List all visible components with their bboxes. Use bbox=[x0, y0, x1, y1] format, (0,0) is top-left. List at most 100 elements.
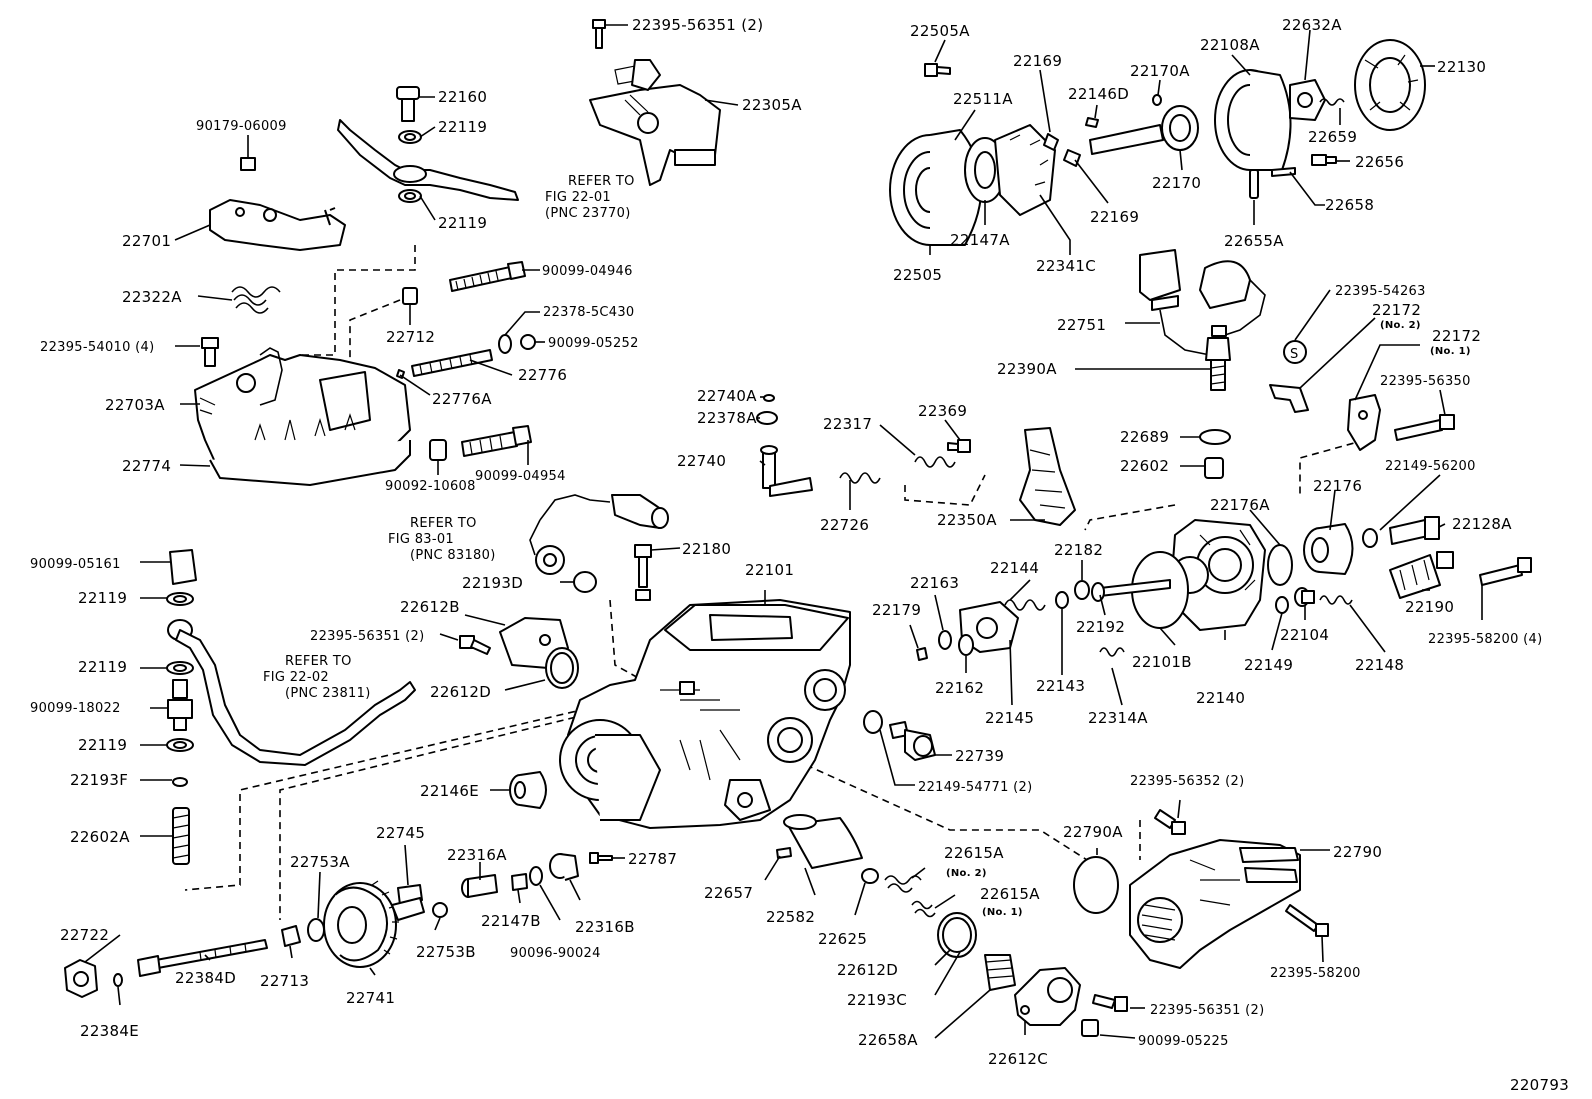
washer-22753A bbox=[307, 918, 325, 942]
cover-22612C bbox=[1014, 967, 1081, 1026]
lever-22740 bbox=[760, 445, 813, 497]
callout-22395-56351-lower: 22395-56351 (2) bbox=[1150, 1003, 1264, 1018]
o-ring-22193C bbox=[942, 917, 972, 953]
callout-22656: 22656 bbox=[1355, 153, 1404, 171]
callout-22176: 22176 bbox=[1313, 477, 1362, 495]
fitting-22128A bbox=[1389, 516, 1440, 545]
callout-22602A: 22602A bbox=[70, 828, 130, 846]
sensor-22180 bbox=[634, 544, 652, 601]
reference-notes: REFER TO FIG 22-01 (PNC 23770) REFER TO … bbox=[263, 174, 635, 701]
sub-note-no2-a: (No. 2) bbox=[1380, 320, 1421, 331]
callout-22689: 22689 bbox=[1120, 428, 1169, 446]
connector-22751 bbox=[1139, 249, 1266, 356]
plate-22341C bbox=[994, 124, 1056, 216]
nut-90099-05225 bbox=[1081, 1019, 1099, 1037]
callout-22615A-no2: 22615A bbox=[944, 844, 1004, 862]
lever-bracket-22305A bbox=[589, 59, 721, 186]
solenoid-22390A bbox=[1205, 325, 1231, 391]
callout-22658A: 22658A bbox=[858, 1031, 918, 1049]
callout-22740: 22740 bbox=[677, 452, 726, 470]
svg-text:FIG 22-01: FIG 22-01 bbox=[545, 190, 611, 205]
governor-lever-22701 bbox=[209, 157, 346, 251]
reference-fig-22-01: REFER TO FIG 22-01 (PNC 23770) bbox=[545, 174, 635, 221]
callout-22182: 22182 bbox=[1054, 541, 1103, 559]
actuator-22790 bbox=[1129, 839, 1301, 969]
driveshaft-22170 bbox=[1089, 105, 1199, 155]
callout-22395-58200: 22395-58200 bbox=[1270, 966, 1361, 981]
ring-22689 bbox=[1199, 429, 1231, 445]
callout-22745: 22745 bbox=[376, 824, 425, 842]
clip-22740A bbox=[763, 394, 775, 402]
svg-text:REFER TO: REFER TO bbox=[568, 174, 635, 189]
callout-22149-54771: 22149-54771 (2) bbox=[918, 780, 1032, 795]
callout-22149-56200: 22149-56200 bbox=[1385, 459, 1476, 474]
svg-text:FIG 83-01: FIG 83-01 bbox=[388, 532, 454, 547]
callout-22790A: 22790A bbox=[1063, 823, 1123, 841]
callout-90099-04954: 90099-04954 bbox=[475, 469, 566, 484]
callout-22395-54263: 22395-54263 bbox=[1335, 284, 1426, 299]
callout-22128A: 22128A bbox=[1452, 515, 1512, 533]
assembly-guide-lines bbox=[184, 245, 1366, 920]
valve-22176 bbox=[1303, 523, 1354, 575]
ring-22108A bbox=[1214, 69, 1292, 171]
callout-22787: 22787 bbox=[628, 850, 677, 868]
callout-22612B: 22612B bbox=[400, 598, 460, 616]
governor-cover-22703A bbox=[194, 347, 411, 486]
callout-22776: 22776 bbox=[518, 366, 567, 384]
bolt-22395-58200 bbox=[1285, 904, 1329, 937]
callout-22101B: 22101B bbox=[1132, 653, 1192, 671]
callout-labels: 22395-56351 (2) 22305A 22160 22119 22119… bbox=[30, 16, 1542, 1068]
reference-fig-83-01: REFER TO FIG 83-01 (PNC 83180) bbox=[388, 516, 495, 563]
callout-22162: 22162 bbox=[935, 679, 984, 697]
callout-22726: 22726 bbox=[820, 516, 869, 534]
governor-weight-22745 bbox=[391, 884, 448, 921]
callout-22658: 22658 bbox=[1325, 196, 1374, 214]
nut-22602 bbox=[1204, 457, 1224, 479]
callout-22395-58200-4: 22395-58200 (4) bbox=[1428, 632, 1542, 647]
callout-22146D: 22146D bbox=[1068, 85, 1129, 103]
plate-22172-no1 bbox=[1347, 394, 1381, 451]
callout-22369: 22369 bbox=[918, 402, 967, 420]
callout-22341C: 22341C bbox=[1036, 257, 1096, 275]
pin-22658 bbox=[1271, 167, 1296, 177]
callout-22172-no2: 22172 bbox=[1372, 301, 1421, 319]
callout-22147A: 22147A bbox=[950, 231, 1010, 249]
callout-22657: 22657 bbox=[704, 884, 753, 902]
callout-22190: 22190 bbox=[1405, 598, 1454, 616]
callout-22170A: 22170A bbox=[1130, 62, 1190, 80]
callout-22104: 22104 bbox=[1280, 626, 1329, 644]
pin-22655A bbox=[1249, 169, 1259, 199]
callout-22130: 22130 bbox=[1437, 58, 1486, 76]
washer-22384E bbox=[113, 973, 123, 987]
nut-22712 bbox=[402, 287, 418, 305]
clip-22179 bbox=[916, 647, 928, 661]
sleeve-22582 bbox=[783, 814, 863, 869]
washer-22143 bbox=[1055, 591, 1069, 609]
spring-22314A bbox=[1099, 647, 1125, 657]
screw-22369 bbox=[947, 439, 971, 453]
bolt-22395-56350 bbox=[1394, 414, 1455, 441]
callout-22712: 22712 bbox=[386, 328, 435, 346]
callout-22632A: 22632A bbox=[1282, 16, 1342, 34]
sub-note-no2-b: (No. 2) bbox=[946, 868, 987, 879]
callout-22612C: 22612C bbox=[988, 1050, 1048, 1068]
s-mark-icon bbox=[1283, 340, 1307, 364]
gear-22741 bbox=[323, 880, 399, 968]
callout-22395-56351-top: 22395-56351 (2) bbox=[632, 16, 763, 34]
callout-22713: 22713 bbox=[260, 972, 309, 990]
callout-22170: 22170 bbox=[1152, 174, 1201, 192]
callout-22148: 22148 bbox=[1355, 656, 1404, 674]
callout-22703A: 22703A bbox=[105, 396, 165, 414]
callout-90099-05252: 90099-05252 bbox=[548, 336, 639, 351]
callout-22701: 22701 bbox=[122, 232, 171, 250]
bolt-22395-54010 bbox=[201, 337, 219, 367]
washer-90096-90024 bbox=[529, 866, 543, 886]
key-22146D bbox=[1085, 117, 1099, 128]
o-ring-22790A bbox=[1073, 856, 1119, 914]
callout-22108A: 22108A bbox=[1200, 36, 1260, 54]
callout-22384E: 22384E bbox=[80, 1022, 139, 1040]
callout-22145: 22145 bbox=[985, 709, 1034, 727]
callout-22193C: 22193C bbox=[847, 991, 907, 1009]
spring-22659 bbox=[1319, 98, 1345, 106]
callout-22179: 22179 bbox=[872, 601, 921, 619]
